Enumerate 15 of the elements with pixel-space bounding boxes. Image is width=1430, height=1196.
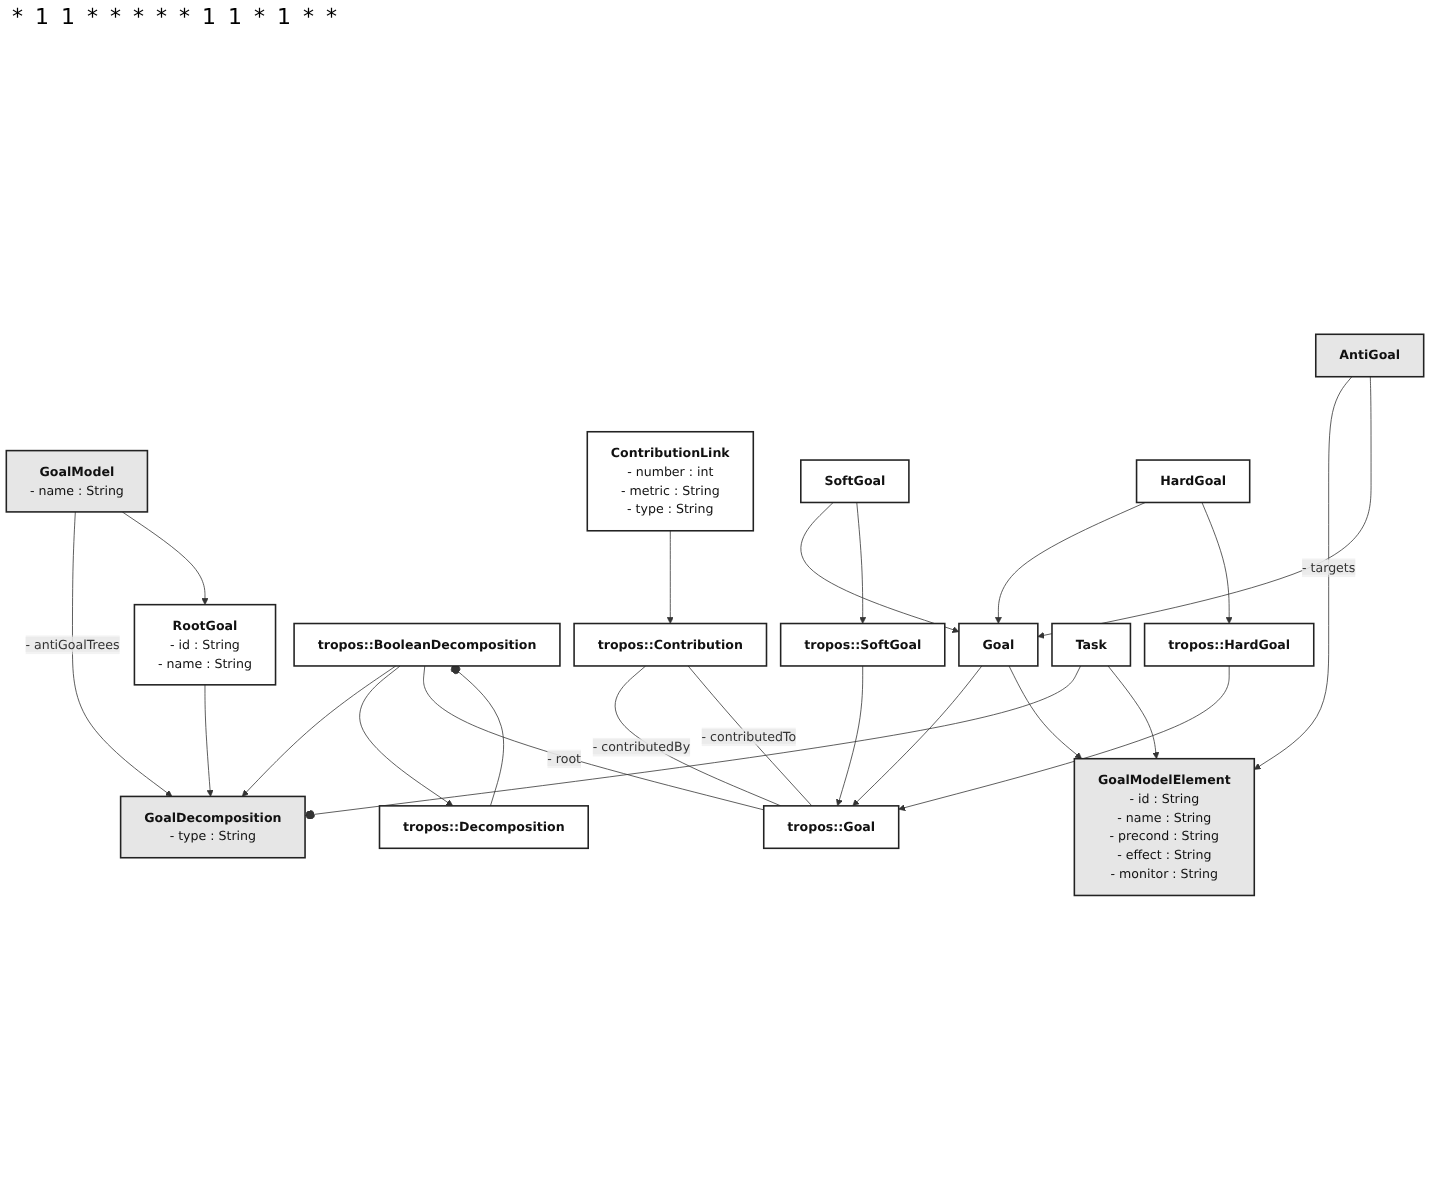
multiplicity-label: * (110, 4, 121, 30)
multiplicity-label: * (87, 4, 98, 30)
multiplicity-label: * (179, 4, 190, 30)
multiplicity-label: * (254, 4, 265, 30)
multiplicity-label: * (133, 4, 144, 30)
multiplicity-label: * (326, 4, 337, 30)
multiplicity-label: * (303, 4, 314, 30)
connector (687, 665, 813, 807)
multiplicity-label: 1 (202, 4, 216, 30)
multiplicity-label: 1 (61, 4, 75, 30)
multiplicity-label: * (156, 4, 167, 30)
multiplicity-label: 1 (277, 4, 291, 30)
multiplicity-label: 1 (228, 4, 242, 30)
multiplicity-label: * (12, 4, 23, 30)
multiplicity-label: 1 (35, 4, 49, 30)
